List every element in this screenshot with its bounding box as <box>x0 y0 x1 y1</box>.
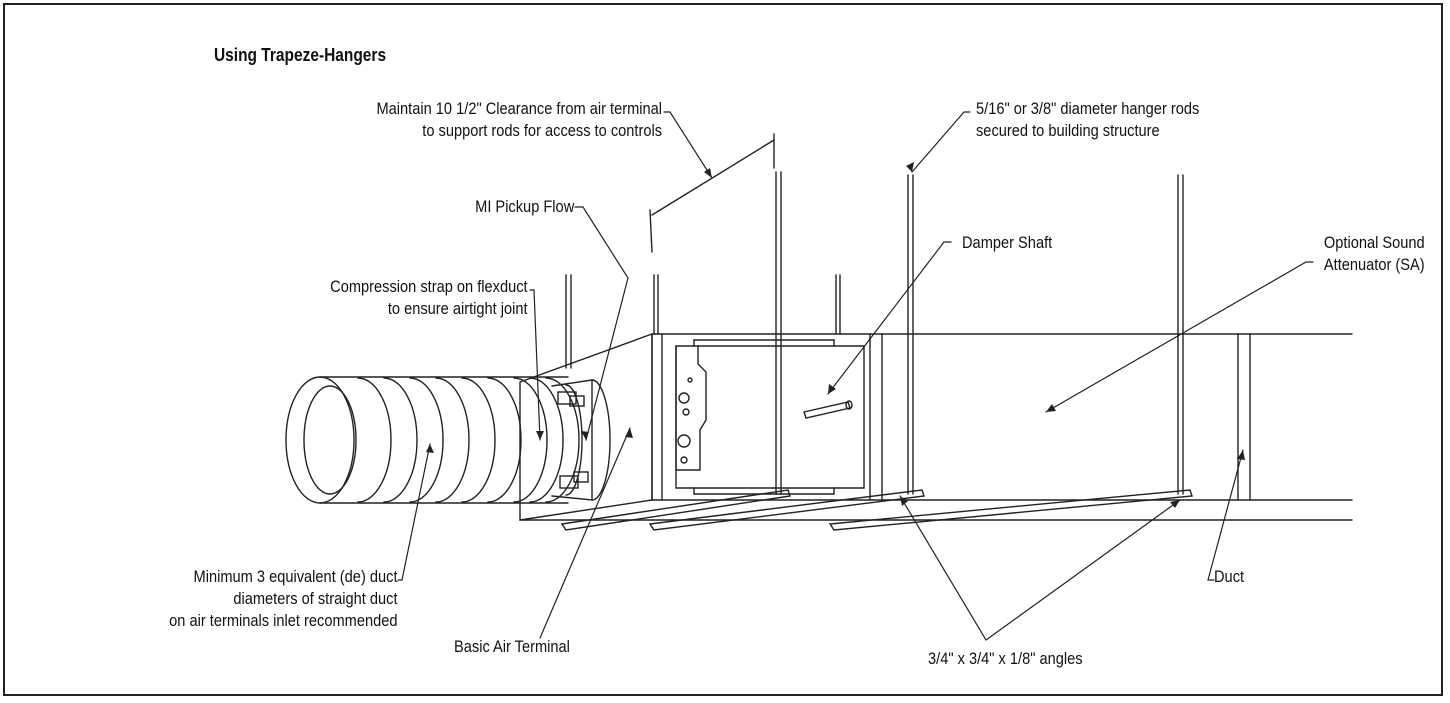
diagram-title: Using Trapeze-Hangers <box>214 45 387 65</box>
min-duct-label: Minimum 3 equivalent (de) duct diameters… <box>170 566 398 632</box>
sa-line-2: Attenuator (SA) <box>1323 255 1425 274</box>
trapeze-angles <box>560 489 1193 531</box>
clearance-line-1: Maintain 10 1/2" Clearance from air term… <box>376 99 662 118</box>
min-duct-line-1: Minimum 3 equivalent (de) duct <box>194 567 398 586</box>
arrowheads <box>426 162 1245 508</box>
hanger-rods <box>565 171 1184 495</box>
terminal-box <box>519 333 1353 521</box>
duct-label: Duct <box>1214 567 1245 586</box>
inlet-collar <box>551 379 611 501</box>
min-duct-line-2: diameters of straight duct <box>233 589 398 608</box>
strap-line-2: to ensure airtight joint <box>388 299 528 318</box>
basic-air-terminal-label: Basic Air Terminal <box>454 637 570 656</box>
sa-line-1: Optional Sound <box>1323 233 1425 252</box>
flex-duct <box>285 376 580 504</box>
pickup-flow-label: MI Pickup Flow <box>474 197 574 216</box>
compression-strap-label: Compression strap on flexduct to ensure … <box>331 276 528 320</box>
leader-lines <box>397 111 1314 641</box>
hanger-rods-line-2: secured to building structure <box>976 121 1160 140</box>
min-duct-line-3: on air terminals inlet recommended <box>169 611 398 630</box>
strap-line-1: Compression strap on flexduct <box>330 277 528 296</box>
diagram-frame <box>3 3 1443 696</box>
clearance-label: Maintain 10 1/2" Clearance from air term… <box>376 98 662 142</box>
hanger-rods-label: 5/16" or 3/8" diameter hanger rods secur… <box>976 98 1199 142</box>
clearance-line-2: to support rods for access to controls <box>422 121 662 140</box>
clearance-dimension <box>649 133 775 253</box>
hanger-rods-line-1: 5/16" or 3/8" diameter hanger rods <box>976 99 1200 118</box>
angles-label: 3/4" x 3/4" x 1/8" angles <box>928 649 1083 668</box>
damper-shaft-label: Damper Shaft <box>962 233 1053 252</box>
sound-attenuator-label: Optional Sound Attenuator (SA) <box>1323 232 1425 276</box>
